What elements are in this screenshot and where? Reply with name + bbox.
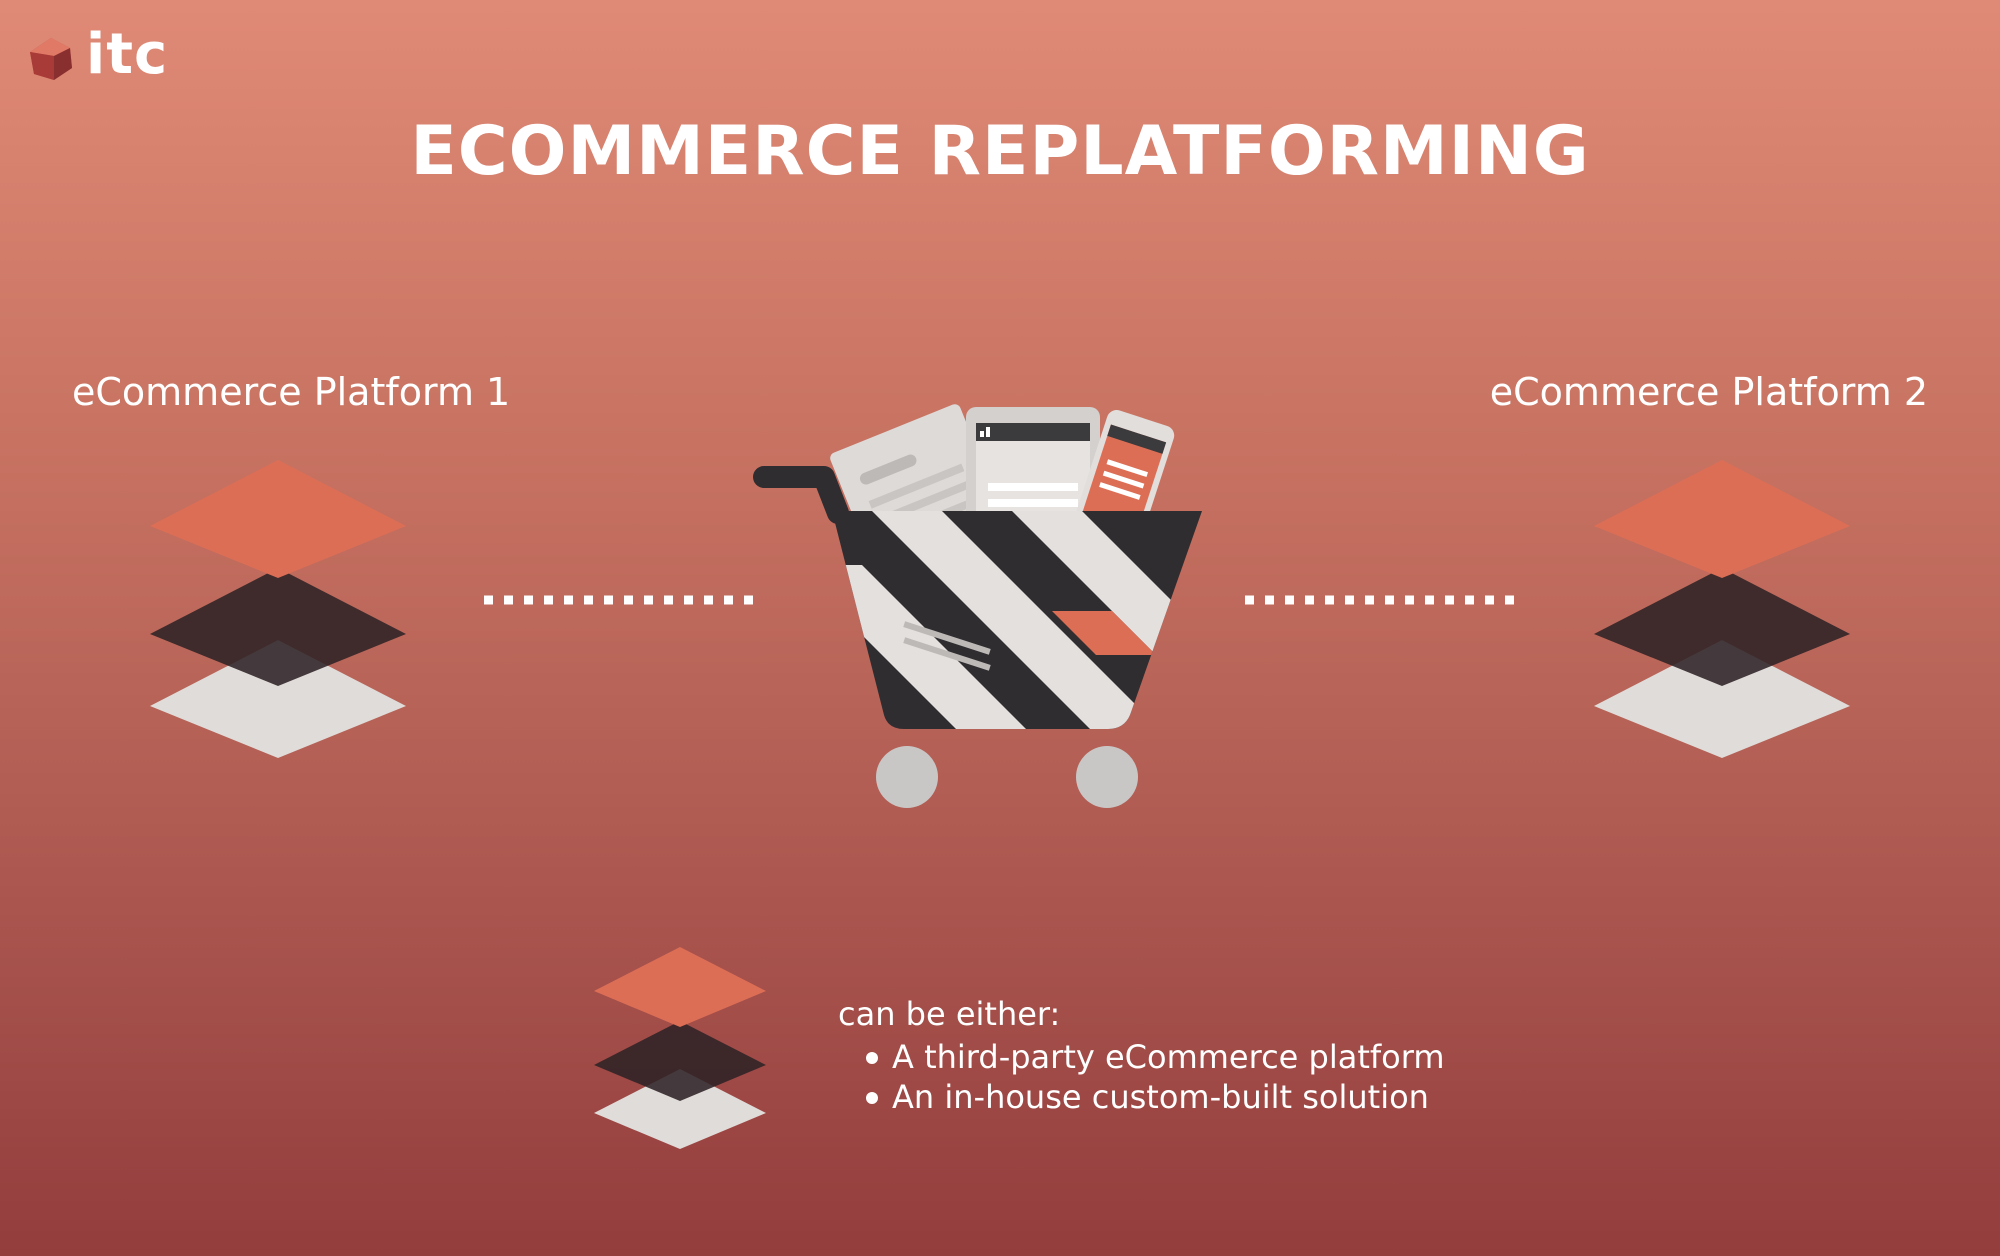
layer-top (594, 947, 766, 1027)
legend: can be either: A third-party eCommerce p… (838, 995, 1444, 1117)
dotted-connector-left (484, 595, 759, 605)
layers-icon (1594, 460, 1850, 758)
gem-icon (30, 38, 72, 80)
layer-top (1594, 460, 1850, 578)
list-item: An in-house custom-built solution (866, 1077, 1444, 1117)
layer-bottom (1594, 640, 1850, 758)
list-item: A third-party eCommerce platform (866, 1037, 1444, 1077)
layer-middle (594, 1021, 766, 1101)
logo-text: itc (86, 22, 169, 87)
cart-wheel-right (1076, 746, 1138, 808)
shopping-cart-icon (753, 404, 1202, 808)
layers-icon (594, 947, 766, 1149)
legend-intro: can be either: (838, 995, 1061, 1033)
logo: itc (28, 22, 178, 92)
page-title: ECOMMERCE REPLATFORMING (410, 112, 1590, 191)
legend-list: A third-party eCommerce platform An in-h… (838, 1037, 1444, 1117)
layers-icon (150, 460, 406, 758)
layer-bottom (594, 1069, 766, 1149)
platform-2-label: eCommerce Platform 2 (1489, 370, 1928, 414)
cart-wheel-left (876, 746, 938, 808)
layer-middle (150, 568, 406, 686)
layer-bottom (150, 640, 406, 758)
platform-1-label: eCommerce Platform 1 (72, 370, 511, 414)
dotted-connector-right (1245, 595, 1520, 605)
layer-middle (1594, 568, 1850, 686)
layer-top (150, 460, 406, 578)
